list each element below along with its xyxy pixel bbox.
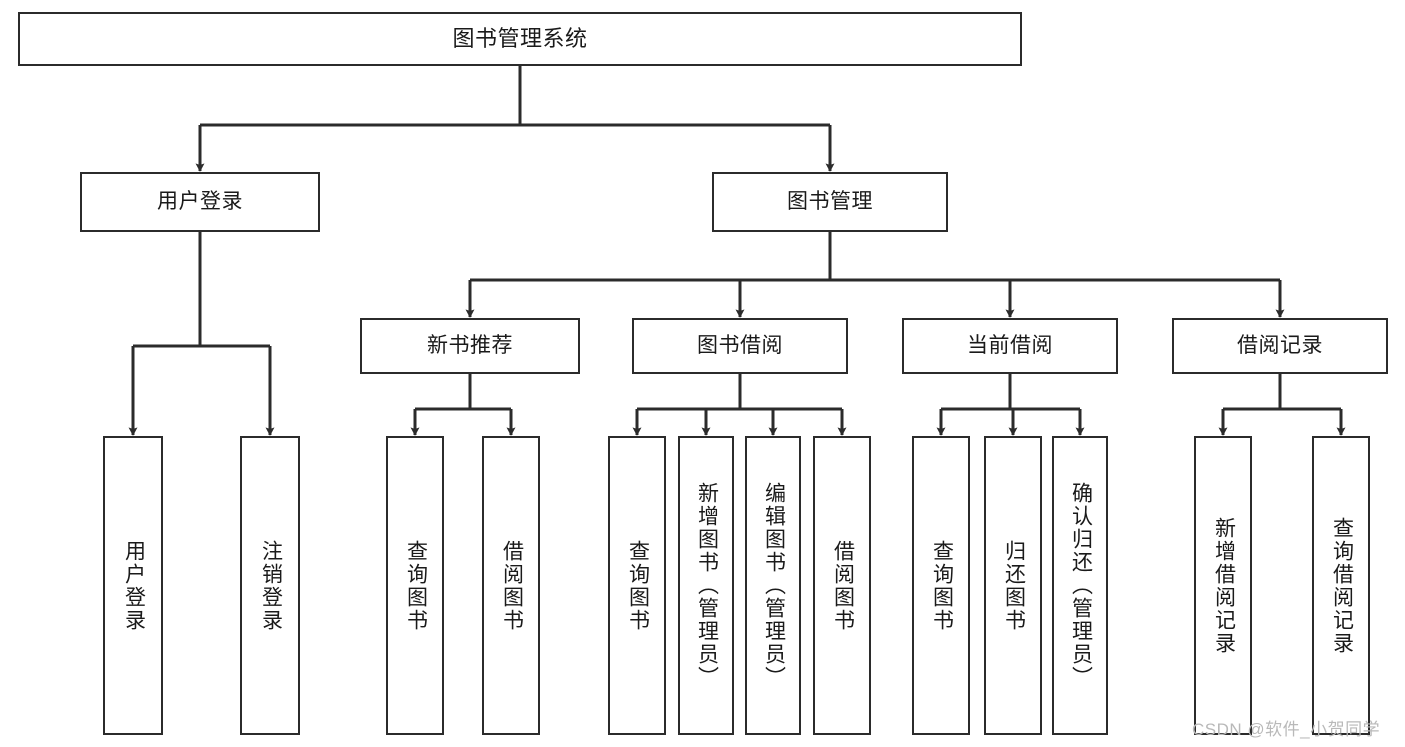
node-leaf-add-record[interactable]: 新增借阅记录: [1194, 436, 1252, 735]
node-leaf-borrow-book-rec-label: 借阅图书: [500, 539, 524, 632]
node-new-book-rec[interactable]: 新书推荐: [360, 318, 580, 374]
node-leaf-add-book[interactable]: 新增图书（管理员）: [678, 436, 734, 735]
node-leaf-add-book-label: 新增图书（管理员）: [695, 482, 719, 689]
node-current-borrow-label: 当前借阅: [967, 334, 1053, 358]
node-leaf-add-record-label: 新增借阅记录: [1212, 516, 1236, 655]
node-leaf-edit-book-label: 编辑图书（管理员）: [762, 482, 786, 689]
node-root[interactable]: 图书管理系统: [18, 12, 1022, 66]
node-current-borrow[interactable]: 当前借阅: [902, 318, 1118, 374]
node-book-manage[interactable]: 图书管理: [712, 172, 948, 232]
node-leaf-borrow-book-rec[interactable]: 借阅图书: [482, 436, 540, 735]
node-root-label: 图书管理系统: [452, 25, 588, 51]
node-leaf-edit-book[interactable]: 编辑图书（管理员）: [745, 436, 801, 735]
node-book-borrow[interactable]: 图书借阅: [632, 318, 848, 374]
node-leaf-logout[interactable]: 注销登录: [240, 436, 300, 735]
node-borrow-record[interactable]: 借阅记录: [1172, 318, 1388, 374]
node-leaf-borrow-book[interactable]: 借阅图书: [813, 436, 871, 735]
node-leaf-return-book[interactable]: 归还图书: [984, 436, 1042, 735]
node-user-login[interactable]: 用户登录: [80, 172, 320, 232]
node-leaf-borrow-book-label: 借阅图书: [831, 539, 855, 632]
watermark: CSDN @软件_小贺同学: [1192, 720, 1381, 739]
node-book-borrow-label: 图书借阅: [697, 334, 783, 358]
node-leaf-user-login[interactable]: 用户登录: [103, 436, 163, 735]
node-leaf-confirm-return-label: 确认归还（管理员）: [1069, 482, 1093, 689]
node-leaf-query-book-rec-label: 查询图书: [404, 539, 428, 632]
node-leaf-query-book-rec[interactable]: 查询图书: [386, 436, 444, 735]
node-leaf-query-record[interactable]: 查询借阅记录: [1312, 436, 1370, 735]
node-leaf-query-record-label: 查询借阅记录: [1330, 516, 1354, 655]
node-borrow-record-label: 借阅记录: [1237, 334, 1323, 358]
node-leaf-return-book-label: 归还图书: [1002, 539, 1026, 632]
node-leaf-confirm-return[interactable]: 确认归还（管理员）: [1052, 436, 1108, 735]
node-new-book-rec-label: 新书推荐: [427, 334, 513, 358]
node-user-login-label: 用户登录: [157, 190, 243, 214]
node-book-manage-label: 图书管理: [787, 190, 873, 214]
node-leaf-user-login-label: 用户登录: [122, 539, 146, 632]
node-leaf-query-book-borrow[interactable]: 查询图书: [608, 436, 666, 735]
node-leaf-query-book-cur-label: 查询图书: [930, 539, 954, 632]
node-leaf-query-book-borrow-label: 查询图书: [626, 539, 650, 632]
node-leaf-logout-label: 注销登录: [259, 539, 283, 632]
node-leaf-query-book-cur[interactable]: 查询图书: [912, 436, 970, 735]
